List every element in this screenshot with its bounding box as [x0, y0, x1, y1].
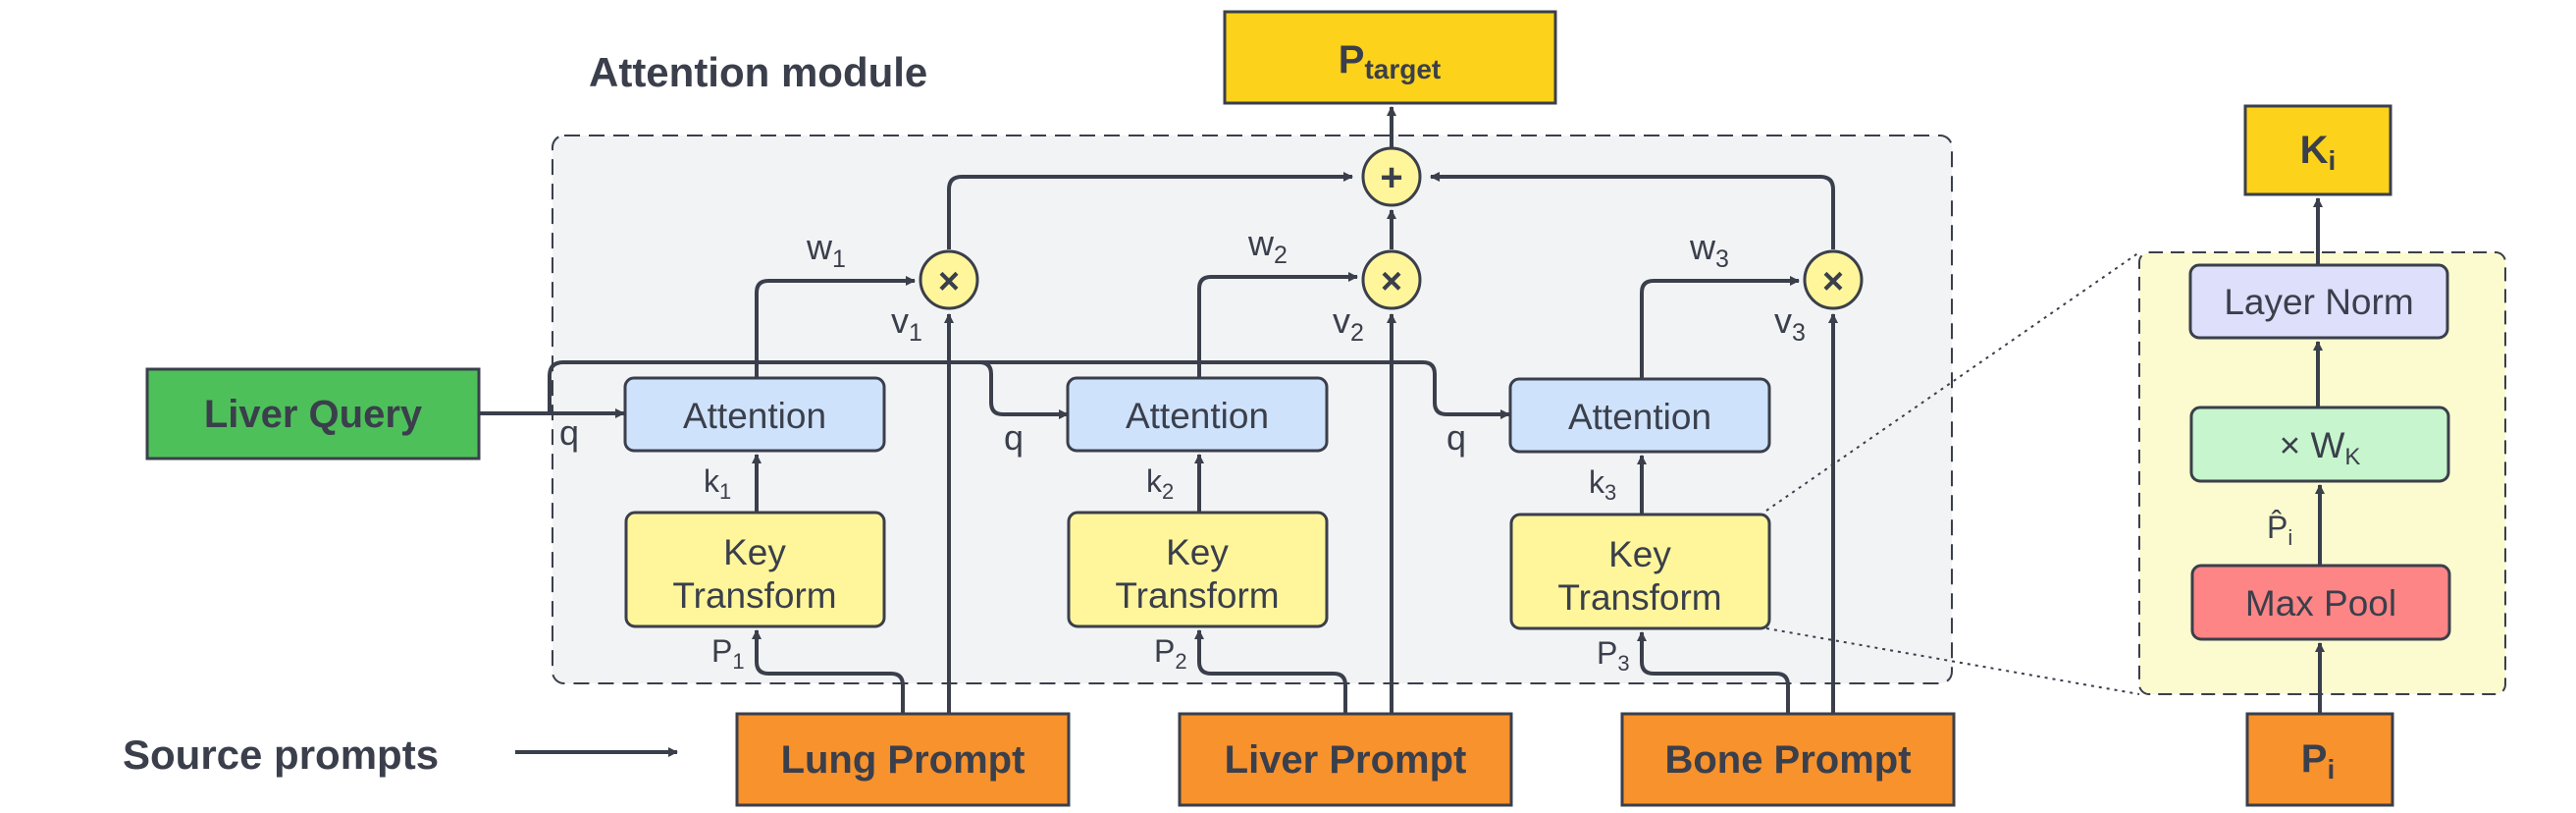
v-label-2: v2 [1333, 300, 1364, 347]
source-prompts-label: Source prompts [123, 732, 439, 778]
v-label-1: v1 [891, 300, 922, 347]
phat-label: P̂i [2267, 510, 2292, 550]
liver-prompt-label: Liver Prompt [1225, 738, 1467, 782]
wk-label: × WK [2280, 425, 2361, 470]
liver-query-label: Liver Query [204, 393, 423, 436]
liver-prompt-box [1178, 712, 1513, 807]
p-label-3: P3 [1597, 635, 1630, 676]
attention-label-2: Attention [1126, 396, 1269, 436]
prompt2-to-keytransform [1194, 629, 1347, 714]
multiply-symbol-1: × [938, 261, 960, 302]
detail-output-label: Ki [2300, 129, 2337, 176]
product1-to-sum [947, 172, 1353, 249]
layer-norm-box [2188, 263, 2449, 340]
detail-input-label: Pi [2301, 737, 2335, 785]
w-label-2: w2 [1247, 223, 1288, 269]
prompt3-to-keytransform [1637, 631, 1790, 714]
p-label-2: P2 [1154, 633, 1187, 674]
output-label: Ptarget [1339, 38, 1441, 84]
layer-norm-label: Layer Norm [2224, 282, 2413, 322]
v-label-3: v3 [1774, 300, 1806, 347]
q-label-1: q [559, 412, 579, 453]
w-label-3: w3 [1689, 227, 1729, 273]
max-pool-box [2190, 564, 2451, 641]
attention1-weight-wire [755, 276, 916, 378]
k-label-3: k3 [1589, 464, 1616, 505]
query-wire-3 [979, 360, 1510, 419]
multiply-symbol-3: × [1822, 261, 1844, 302]
q-label-2: q [1004, 417, 1024, 458]
detail-input-box [2245, 712, 2394, 807]
sum-operator [1361, 146, 1422, 207]
output-box [1223, 10, 1557, 105]
prompt1-to-keytransform [752, 629, 905, 714]
k-label-1: k1 [704, 463, 731, 504]
query-wire-2 [548, 360, 1069, 419]
p-label-1: P1 [711, 633, 745, 674]
q-label-3: q [1446, 417, 1466, 458]
multiply-operator-3 [1803, 249, 1864, 310]
attention-label-1: Attention [683, 396, 826, 436]
multiply-operator-1 [919, 249, 979, 310]
max-pool-label: Max Pool [2245, 583, 2396, 623]
detail-output-box [2243, 104, 2392, 196]
zoom-line-bottom [1765, 627, 2140, 695]
attention3-weight-wire [1640, 276, 1800, 379]
w-label-1: w1 [806, 227, 846, 273]
sum-symbol: + [1380, 156, 1402, 199]
attention2-weight-wire [1197, 272, 1358, 378]
product3-to-sum [1430, 172, 1835, 249]
multiply-operator-2 [1361, 249, 1422, 310]
liver-query-box [145, 367, 481, 461]
lung-prompt-label: Lung Prompt [781, 738, 1025, 782]
multiply-symbol-2: × [1381, 261, 1402, 302]
attention-label-3: Attention [1568, 397, 1711, 437]
k-label-2: k2 [1146, 463, 1174, 504]
bone-prompt-label: Bone Prompt [1664, 738, 1911, 782]
zoom-line-top [1765, 251, 2140, 512]
wk-box [2189, 406, 2450, 483]
lung-prompt-box [735, 712, 1071, 807]
module-title: Attention module [589, 49, 927, 95]
